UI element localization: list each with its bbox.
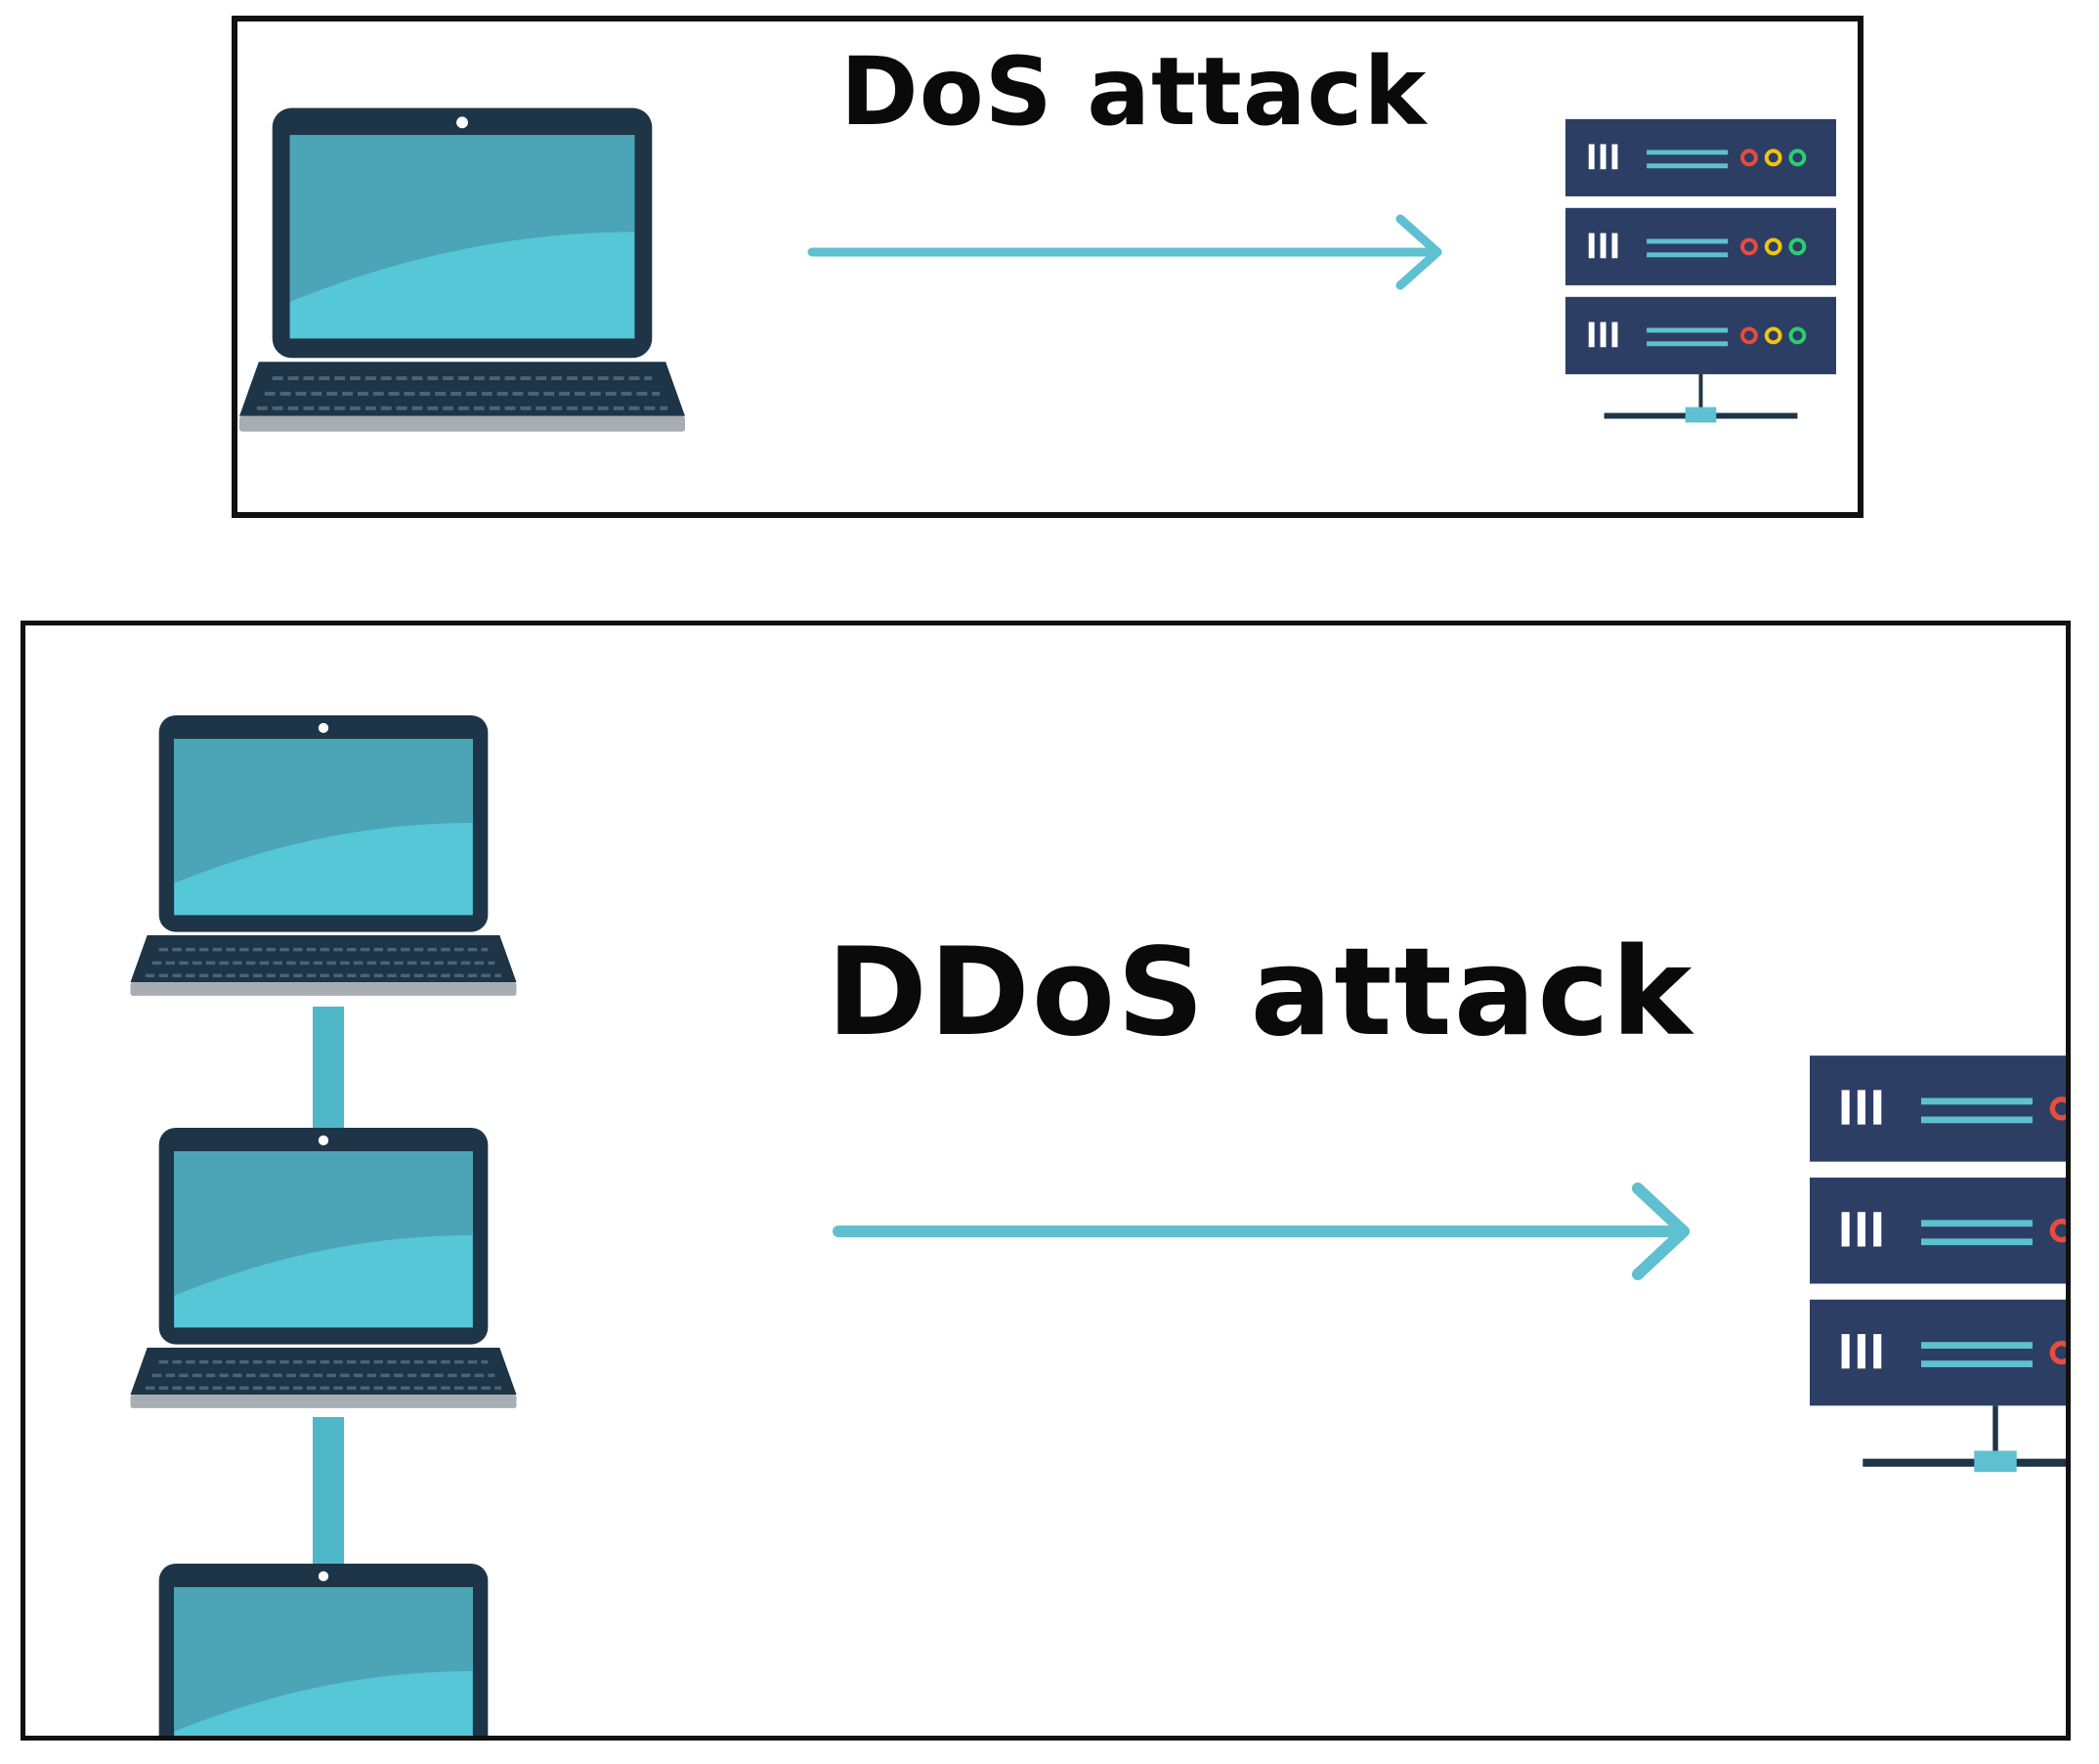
laptop-icon	[239, 108, 685, 438]
ddos-panel: DDoS attack	[21, 621, 2071, 1741]
laptop-icon	[118, 1564, 529, 1741]
connector-line	[313, 1007, 344, 1132]
ddos-title: DDoS attack	[827, 923, 1694, 1063]
dos-title: DoS attack	[840, 37, 1428, 147]
server-rack-icon	[1565, 117, 1836, 440]
laptop-icon	[118, 715, 529, 1001]
arrow-right-icon	[807, 214, 1442, 290]
server-rack-icon	[1810, 1055, 2071, 1493]
connector-line	[313, 1417, 344, 1564]
dos-panel: DoS attack	[232, 16, 1863, 518]
arrow-right-icon	[833, 1183, 1690, 1280]
laptop-icon	[118, 1128, 529, 1413]
